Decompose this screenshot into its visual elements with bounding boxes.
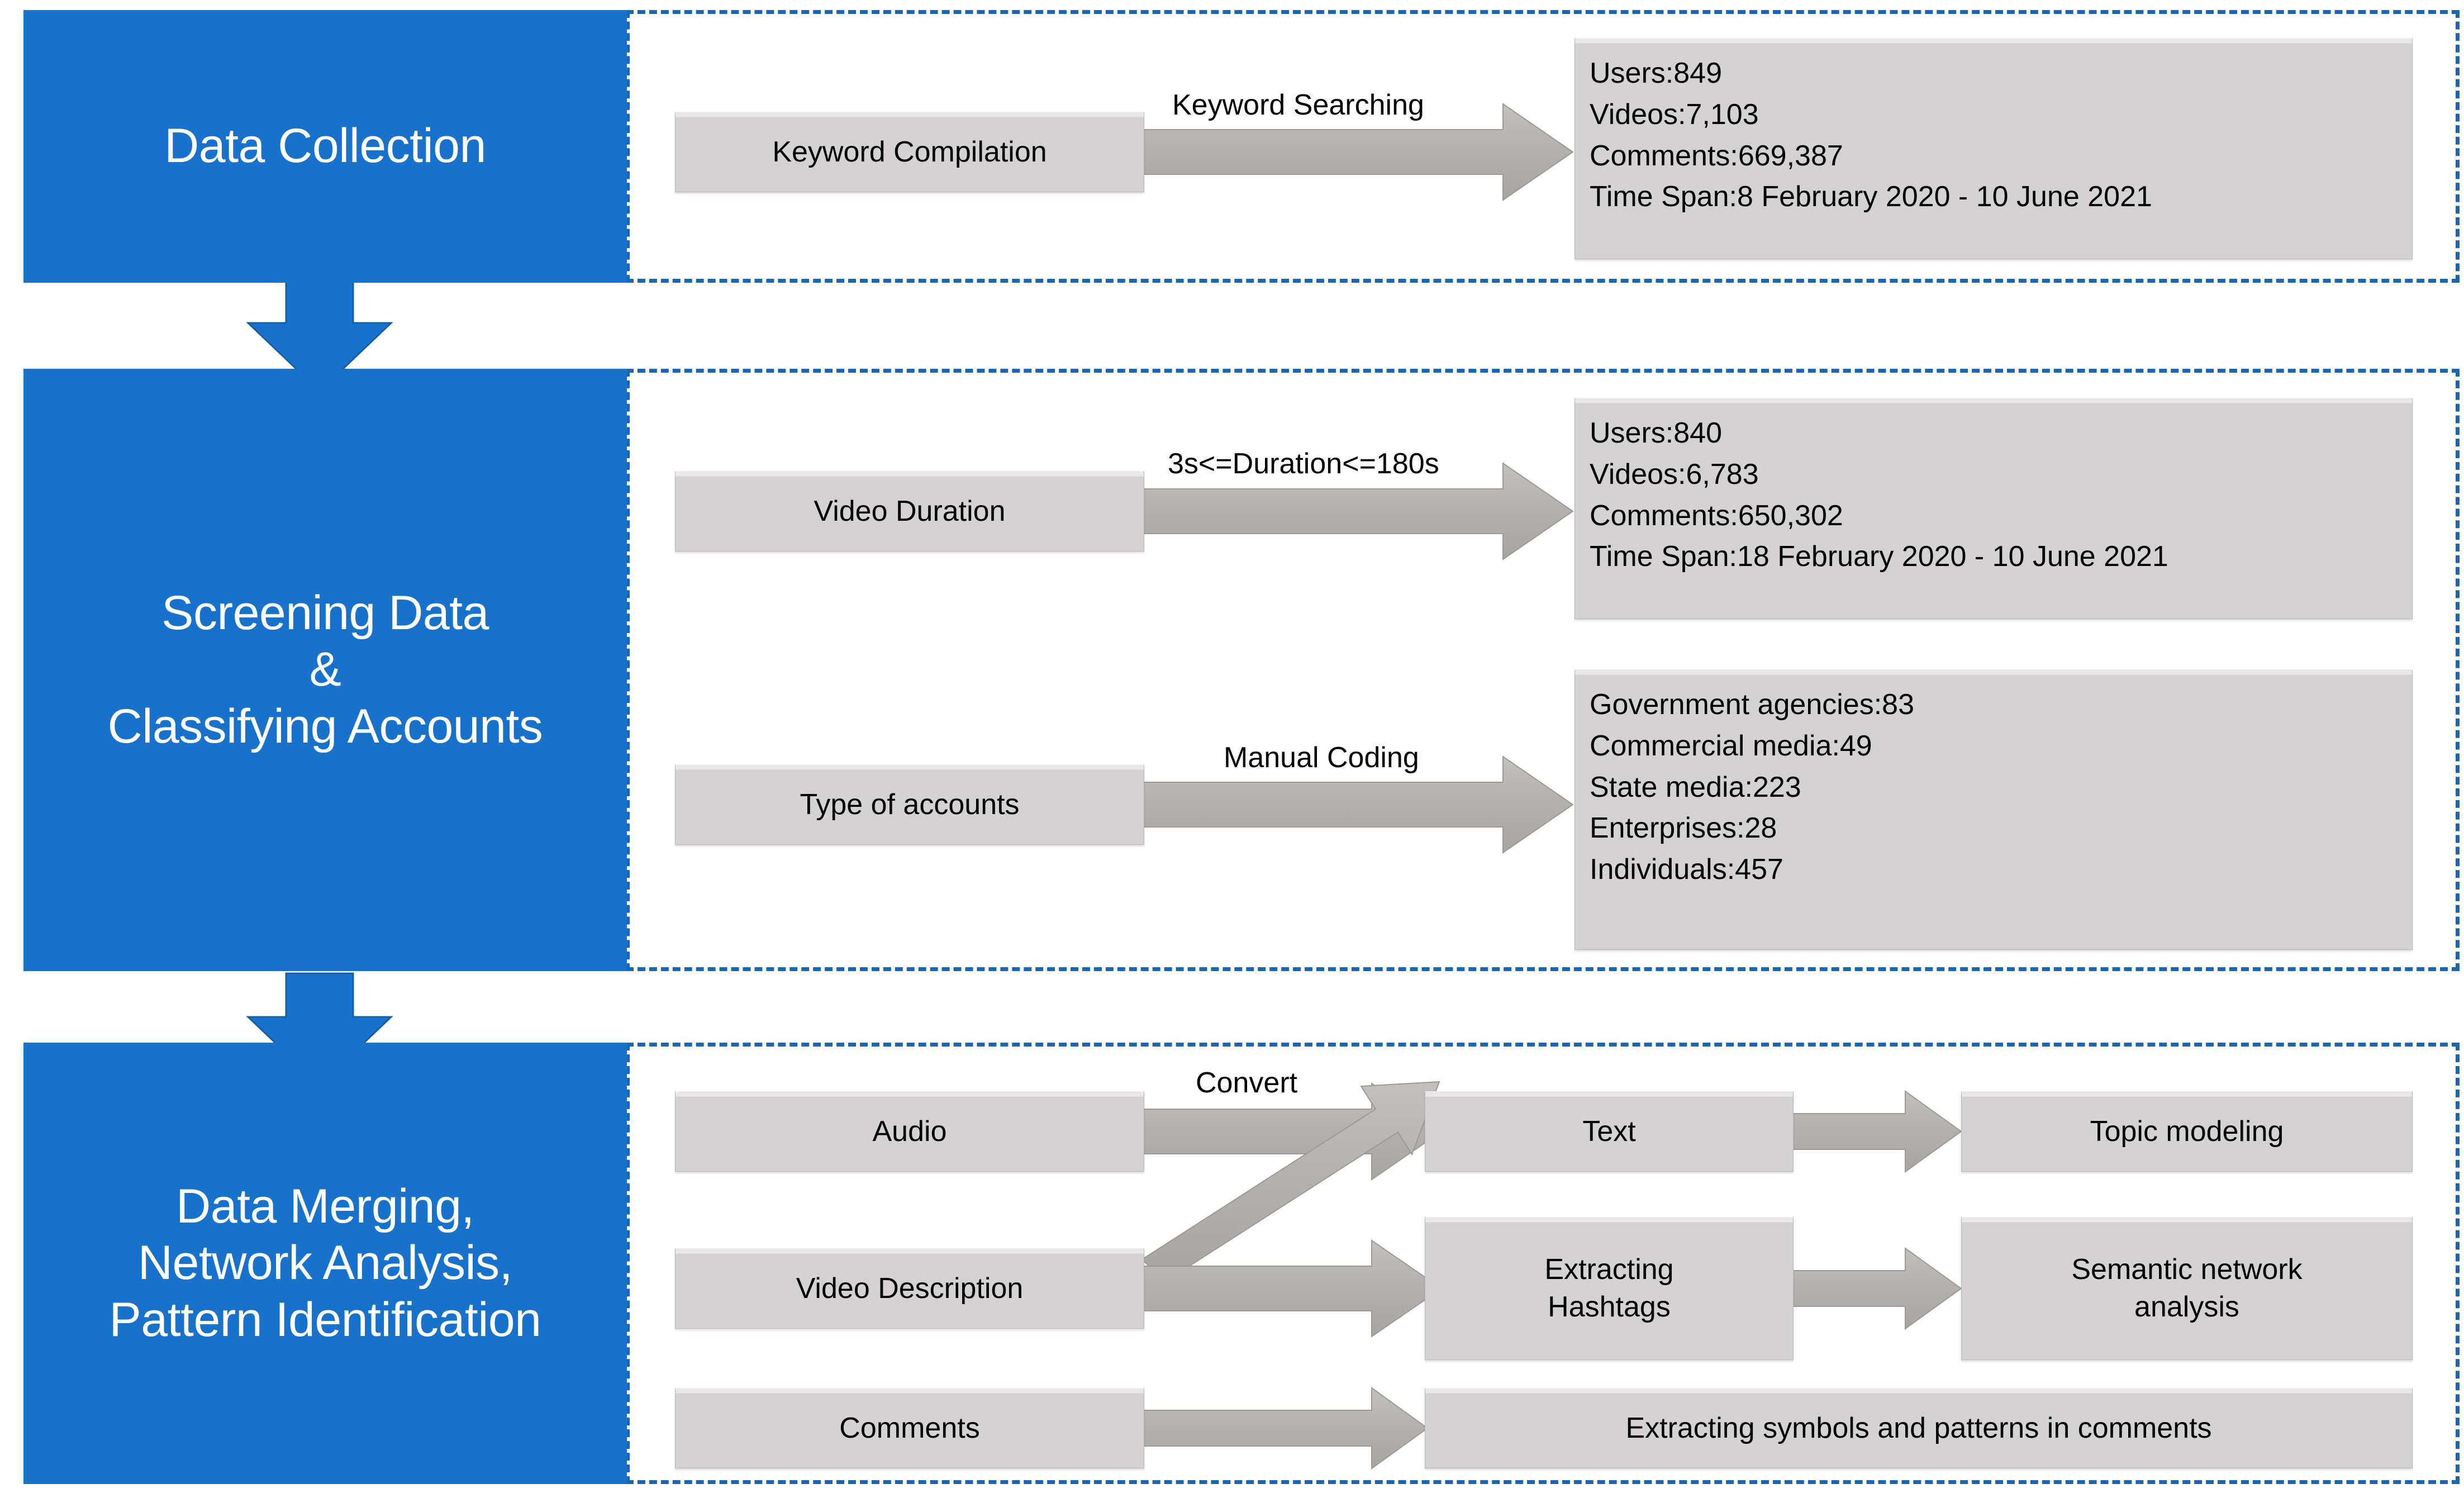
result-box-screening-stats: Users:840 Videos:6,783 Comments:650,302 … (1575, 398, 2413, 619)
arrow-label-convert: Convert (1196, 1067, 1298, 1099)
step-box-type-of-accounts[interactable]: Type of accounts (675, 764, 1144, 845)
step-label-extracting-symbols: Extracting symbols and patterns in comme… (1625, 1411, 2212, 1444)
step-box-text[interactable]: Text (1425, 1091, 1794, 1172)
stat-line: Time Span:8 February 2020 - 10 June 2021 (1590, 180, 2152, 213)
stat-line: State media:223 (1590, 771, 1801, 803)
arrow-label-duration-filter: 3s<=Duration<=180s (1168, 448, 1439, 480)
step-box-audio[interactable]: Audio (675, 1091, 1144, 1172)
stat-line: Users:849 (1590, 57, 1722, 89)
stat-line: Commercial media:49 (1590, 729, 1872, 762)
step-box-video-duration[interactable]: Video Duration (675, 471, 1144, 551)
stage-panel-data-collection: Data Collection (23, 10, 627, 283)
stage-container-data-collection (626, 10, 2460, 283)
stat-line: Comments:669,387 (1590, 139, 1843, 172)
stat-line: Videos:6,783 (1590, 458, 1759, 491)
result-box-account-type-stats: Government agencies:83 Commercial media:… (1575, 669, 2413, 950)
step-label-extracting-hashtags: Extracting Hashtags (1544, 1253, 1674, 1323)
result-box-collection-stats: Users:849 Videos:7,103 Comments:669,387 … (1575, 38, 2413, 259)
step-label-video-description: Video Description (796, 1272, 1024, 1305)
step-label-semantic-network-analysis: Semantic network analysis (2071, 1253, 2303, 1323)
stat-line: Enterprises:28 (1590, 812, 1777, 845)
step-label-type-of-accounts: Type of accounts (800, 788, 1020, 821)
stage-label-data-collection: Data Collection (164, 119, 486, 173)
step-box-topic-modeling[interactable]: Topic modeling (1961, 1091, 2413, 1172)
step-label-comments: Comments (839, 1411, 980, 1444)
step-label-video-duration: Video Duration (814, 495, 1006, 527)
stat-line: Time Span:18 February 2020 - 10 June 202… (1590, 540, 2168, 573)
stat-line: Users:840 (1590, 417, 1722, 449)
step-box-comments[interactable]: Comments (675, 1388, 1144, 1468)
step-box-video-description[interactable]: Video Description (675, 1248, 1144, 1329)
collection-stats-lines: Users:849 Videos:7,103 Comments:669,387 … (1590, 53, 2152, 218)
stage-panel-merging-analysis: Data Merging, Network Analysis, Pattern … (23, 1043, 627, 1484)
step-label-text: Text (1582, 1115, 1636, 1148)
stat-line: Individuals:457 (1590, 853, 1783, 886)
screening-stats-lines: Users:840 Videos:6,783 Comments:650,302 … (1590, 413, 2168, 578)
step-label-audio: Audio (872, 1115, 947, 1148)
arrow-label-manual-coding: Manual Coding (1224, 741, 1419, 774)
stat-line: Comments:650,302 (1590, 499, 1843, 532)
account-type-stats-lines: Government agencies:83 Commercial media:… (1590, 684, 1914, 891)
step-box-extracting-hashtags[interactable]: Extracting Hashtags (1425, 1217, 1794, 1360)
stage-container-screening-classifying (626, 369, 2460, 971)
step-label-topic-modeling: Topic modeling (2090, 1115, 2284, 1148)
stat-line: Government agencies:83 (1590, 688, 1915, 721)
step-box-extracting-symbols[interactable]: Extracting symbols and patterns in comme… (1425, 1388, 2413, 1468)
step-label-keyword-compilation: Keyword Compilation (772, 135, 1047, 168)
stage-label-screening-classifying: Screening Data & Classifying Accounts (107, 586, 543, 753)
stage-container-merging-analysis (626, 1043, 2460, 1484)
step-box-semantic-network-analysis[interactable]: Semantic network analysis (1961, 1217, 2413, 1360)
stat-line: Videos:7,103 (1590, 98, 1759, 131)
step-box-keyword-compilation[interactable]: Keyword Compilation (675, 112, 1144, 192)
arrow-label-keyword-searching: Keyword Searching (1172, 89, 1424, 121)
stage-label-merging-analysis: Data Merging, Network Analysis, Pattern … (109, 1179, 541, 1347)
stage-panel-screening-classifying: Screening Data & Classifying Accounts (23, 369, 627, 971)
